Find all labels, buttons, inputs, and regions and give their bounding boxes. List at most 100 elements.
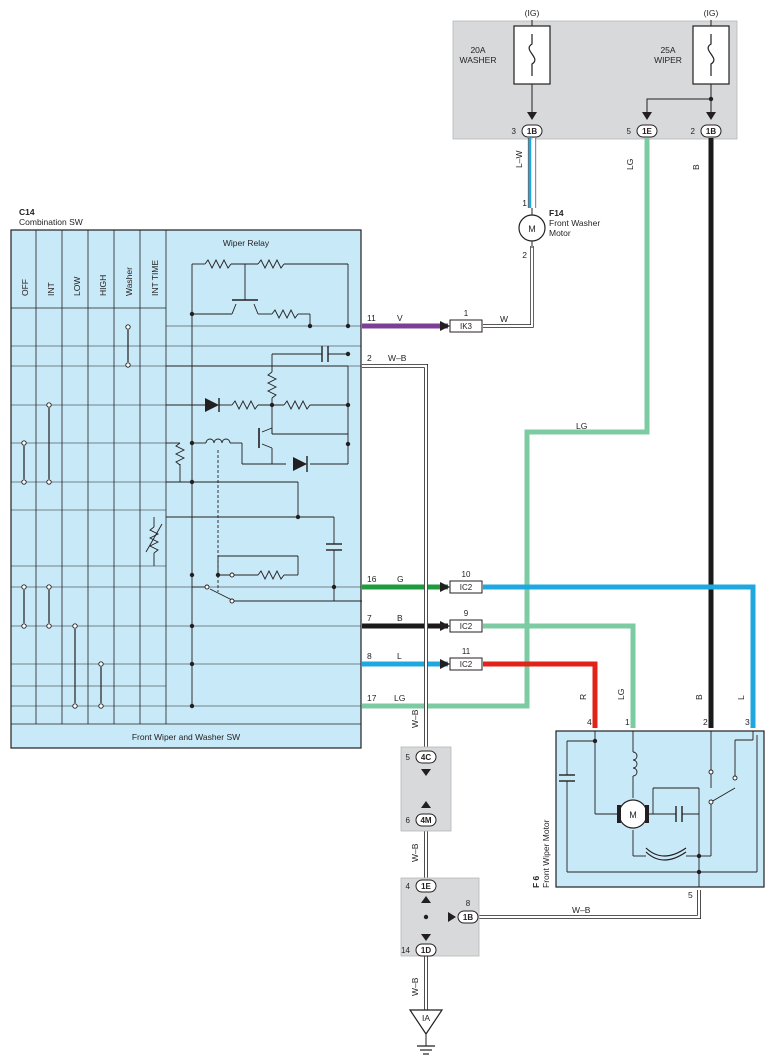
- arrow-b: [440, 621, 450, 631]
- wire-label-lg-mid: LG: [576, 421, 587, 431]
- svg-text:4: 4: [406, 882, 411, 891]
- svg-text:4C: 4C: [421, 753, 431, 762]
- washer-motor-code: F14: [549, 208, 564, 218]
- svg-text:2: 2: [703, 717, 708, 727]
- wire-label-b-top: B: [691, 164, 701, 170]
- svg-text:W–B: W–B: [572, 905, 591, 915]
- washer-motor-name2: Motor: [549, 228, 571, 238]
- svg-text:5: 5: [688, 890, 693, 900]
- arrow-g: [440, 582, 450, 592]
- wiper-relay-label: Wiper Relay: [223, 238, 270, 248]
- svg-text:IC2: IC2: [460, 660, 473, 669]
- junction-block-lower: 1E 4 1B 8 1D 14: [400, 877, 480, 957]
- conn-1b-fuse1: 1B 3: [512, 124, 543, 138]
- column-washer: Washer: [124, 267, 134, 296]
- svg-text:W: W: [500, 314, 508, 324]
- wire-label-wb3: W–B: [410, 977, 420, 996]
- relay-contacts: [204, 572, 235, 604]
- fuse1-name: WASHER: [460, 55, 497, 65]
- svg-text:1B: 1B: [706, 127, 716, 136]
- svg-text:8: 8: [466, 899, 471, 908]
- svg-text:W–B: W–B: [388, 353, 407, 363]
- combination-switch-code: C14: [19, 207, 35, 217]
- svg-text:B: B: [694, 694, 704, 700]
- wiper-motor-code: F 6: [531, 875, 541, 888]
- fuse2-rating: 25A: [660, 45, 675, 55]
- wiper-motor: R LG B L 4 1 2 3: [531, 689, 765, 888]
- wiper-motor-panel: [555, 730, 765, 888]
- fuse2-supply: (IG): [704, 8, 719, 18]
- fuse2-arrow-1b: [706, 112, 716, 120]
- wire-label-wb1: W–B: [410, 709, 420, 728]
- conn-ic2-c: IC2 11: [449, 647, 483, 671]
- wiper-motor-name: Front Wiper Motor: [541, 819, 551, 888]
- svg-text:1D: 1D: [421, 946, 431, 955]
- conn-1b-fuse2: 1B 2: [691, 124, 722, 138]
- junction-block-upper: 4C 5 4M 6: [400, 746, 452, 832]
- arrow-l: [440, 659, 450, 669]
- svg-text:4M: 4M: [420, 816, 431, 825]
- svg-text:1B: 1B: [527, 127, 537, 136]
- combination-switch-panel: [10, 229, 362, 749]
- svg-text:IK3: IK3: [460, 322, 473, 331]
- fuse2-element: [707, 34, 715, 76]
- svg-text:1: 1: [625, 717, 630, 727]
- wiper-relay-circuit: [145, 258, 362, 706]
- column-high: HIGH: [98, 275, 108, 296]
- svg-text:10: 10: [462, 570, 471, 579]
- svg-text:4: 4: [587, 717, 592, 727]
- svg-text:8: 8: [367, 651, 372, 661]
- svg-text:M: M: [528, 224, 536, 234]
- svg-text:3: 3: [512, 127, 517, 136]
- wire-lg-right: [483, 623, 636, 728]
- combination-switch: C14 Combination SW: [10, 207, 362, 749]
- svg-text:LG: LG: [616, 689, 626, 700]
- svg-text:9: 9: [464, 609, 469, 618]
- column-int: INT: [46, 282, 56, 296]
- wire-r: [483, 661, 598, 728]
- relay-diode: [205, 398, 219, 412]
- washer-motor: 1 M 2 F14 Front Washer Motor: [518, 198, 600, 260]
- ground-label: IA: [422, 1013, 430, 1023]
- svg-text:B: B: [397, 613, 403, 623]
- svg-text:2: 2: [691, 127, 696, 136]
- svg-text:LG: LG: [394, 693, 405, 703]
- svg-text:L: L: [397, 651, 402, 661]
- svg-text:IC2: IC2: [460, 583, 473, 592]
- svg-text:7: 7: [367, 613, 372, 623]
- svg-text:V: V: [397, 313, 403, 323]
- conn-ic2-a: IC2 10: [449, 570, 483, 594]
- fuse2-arrow-1e: [642, 112, 652, 120]
- fuse1-arrow: [527, 112, 537, 120]
- fuse1-element: [528, 34, 536, 76]
- wire-label-lg-top: LG: [625, 159, 635, 170]
- switch-contacts: [21, 324, 131, 709]
- arrow-v: [440, 321, 450, 331]
- wire-l-w: L–W: [514, 138, 537, 208]
- svg-text:6: 6: [406, 816, 411, 825]
- wire-lg-main: [362, 138, 650, 709]
- column-off: OFF: [20, 279, 30, 296]
- svg-text:17: 17: [367, 693, 377, 703]
- conn-ic2-b: IC2 9: [449, 609, 483, 633]
- switch-pin-labels: 11 V 2 W–B 16 G 7 B 8 L 17 LG: [367, 313, 407, 703]
- wire-w: W: [483, 246, 534, 328]
- combination-switch-footer: Front Wiper and Washer SW: [132, 732, 240, 742]
- fuse-box-panel: [452, 20, 738, 140]
- conn-1e-fuse-box: 1E 5: [627, 124, 658, 138]
- combination-switch-name: Combination SW: [19, 217, 83, 227]
- wire-w-b-motor: W–B 5: [479, 890, 701, 919]
- wire-label-wb2: W–B: [410, 843, 420, 862]
- washer-motor-name1: Front Washer: [549, 218, 600, 228]
- svg-text:1: 1: [464, 309, 469, 318]
- fuse2-branch: [646, 98, 711, 118]
- svg-text:1E: 1E: [642, 127, 652, 136]
- fuse1-supply: (IG): [525, 8, 540, 18]
- ground-symbol: IA: [408, 1009, 444, 1055]
- svg-text:L: L: [736, 695, 746, 700]
- svg-text:1E: 1E: [421, 882, 431, 891]
- column-int-time: INT TIME: [150, 260, 160, 296]
- column-low: LOW: [72, 277, 82, 296]
- svg-text:11: 11: [367, 313, 376, 323]
